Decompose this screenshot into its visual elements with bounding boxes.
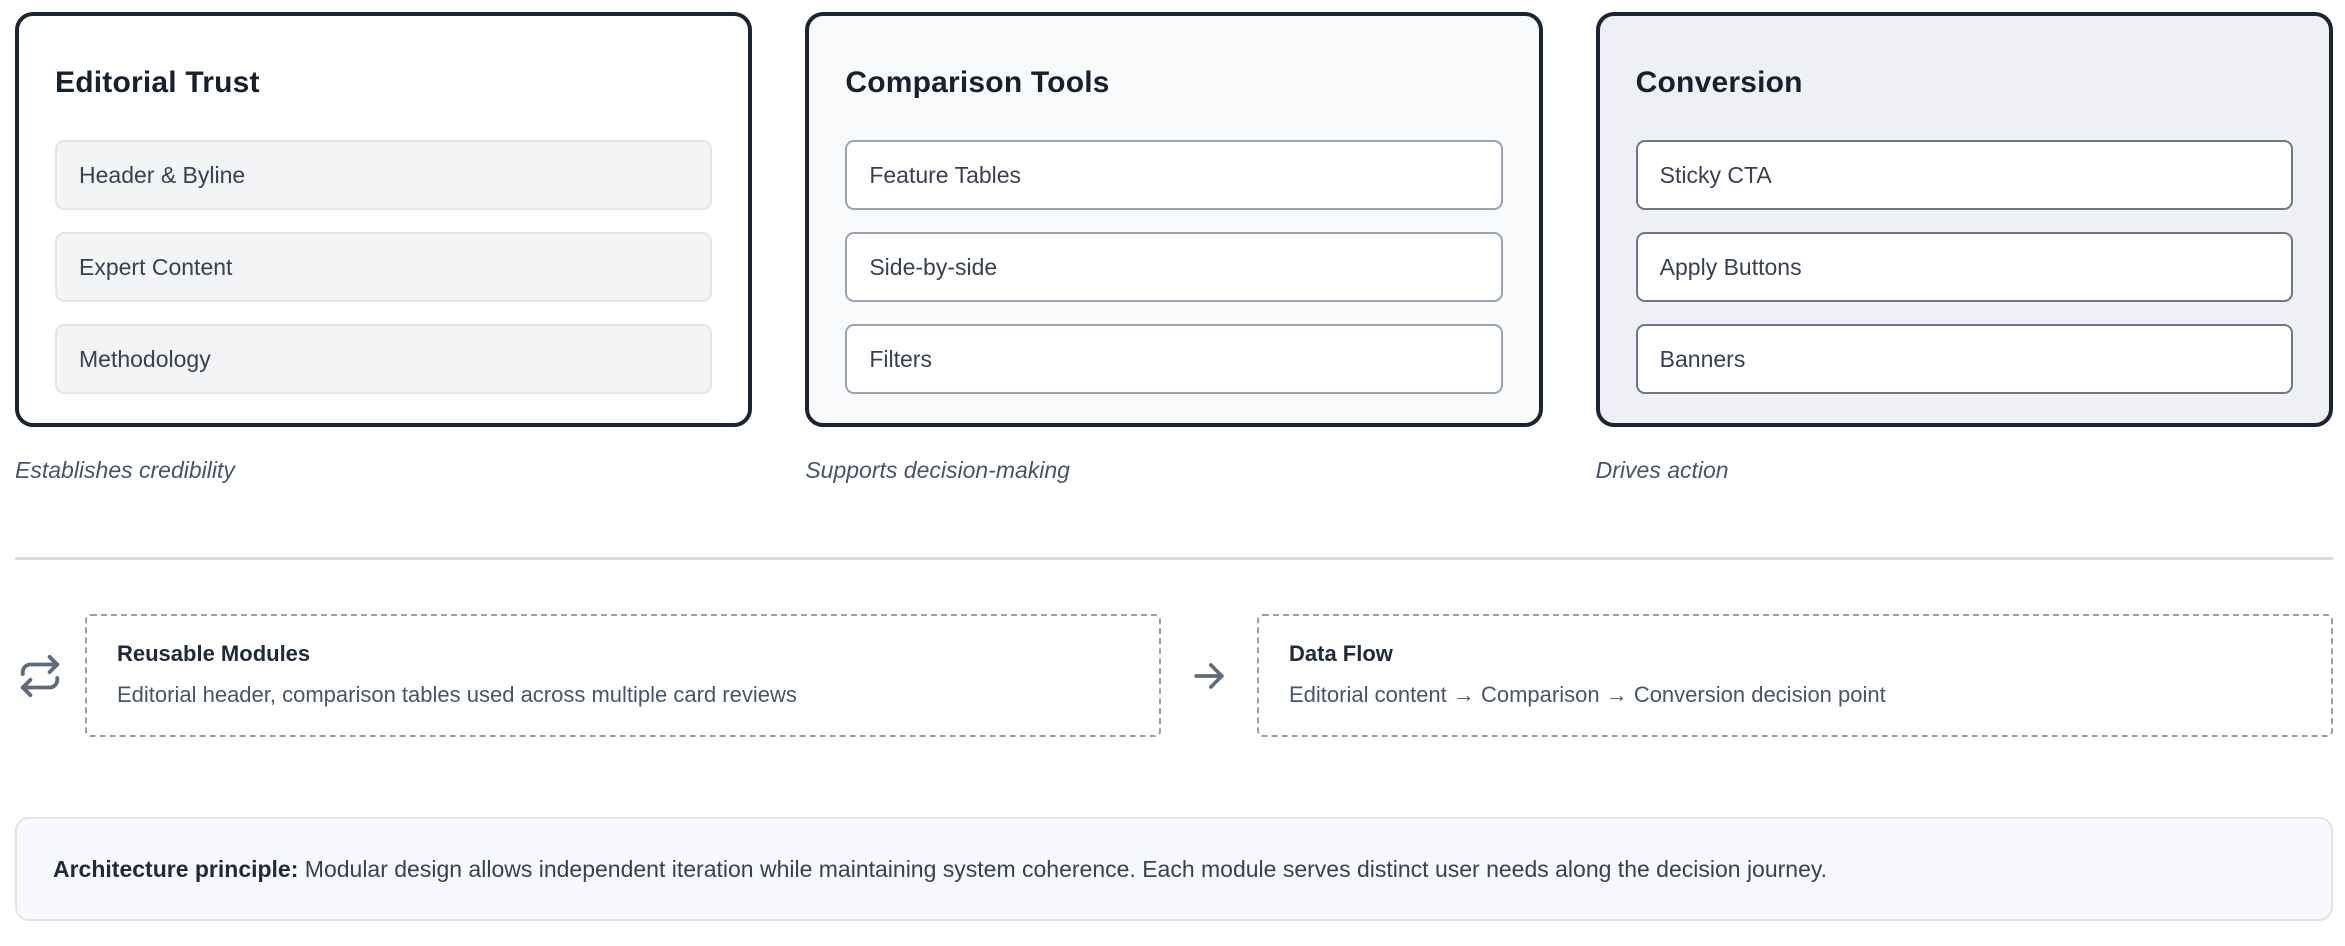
data-flow-title: Data Flow: [1289, 641, 1393, 666]
module-cards-row: Editorial Trust Header & Byline Expert C…: [15, 12, 2333, 485]
repeat-icon: [17, 653, 63, 699]
card-title: Comparison Tools: [845, 66, 1110, 99]
card-conversion: Conversion Sticky CTA Apply Buttons Bann…: [1595, 12, 2333, 427]
note-text: Modular design allows independent iterat…: [304, 856, 1828, 882]
architecture-principle-note: Architecture principle: Modular design a…: [15, 817, 2333, 921]
module-item-methodology: Methodology: [55, 324, 713, 394]
arrow-right-icon: [1187, 654, 1231, 698]
card-title: Conversion: [1635, 66, 1803, 99]
note-label: Architecture principle:: [53, 856, 305, 882]
module-item-filters: Filters: [845, 324, 1503, 394]
card-comparison-tools: Comparison Tools Feature Tables Side-by-…: [805, 12, 1543, 427]
card-caption: Supports decision-making: [805, 457, 1070, 483]
module-item-header-byline: Header & Byline: [55, 140, 713, 210]
column-editorial-trust: Editorial Trust Header & Byline Expert C…: [15, 12, 753, 485]
column-conversion: Conversion Sticky CTA Apply Buttons Bann…: [1595, 12, 2333, 485]
column-comparison-tools: Comparison Tools Feature Tables Side-by-…: [805, 12, 1543, 485]
reusable-modules-description: Editorial header, comparison tables used…: [117, 682, 797, 707]
card-editorial-trust: Editorial Trust Header & Byline Expert C…: [15, 12, 753, 427]
reusable-modules-title: Reusable Modules: [117, 641, 311, 666]
section-divider: [15, 557, 2333, 560]
data-flow-box: Data Flow Editorial content → Comparison…: [1257, 614, 2333, 737]
flow-row: Reusable Modules Editorial header, compa…: [15, 614, 2333, 737]
module-item-expert-content: Expert Content: [55, 232, 713, 302]
module-item-feature-tables: Feature Tables: [845, 140, 1503, 210]
card-caption: Drives action: [1595, 457, 1729, 483]
card-title: Editorial Trust: [55, 66, 260, 99]
module-item-banners: Banners: [1635, 324, 2293, 394]
data-flow-description: Editorial content → Comparison → Convers…: [1289, 682, 1886, 707]
module-item-side-by-side: Side-by-side: [845, 232, 1503, 302]
reusable-modules-box: Reusable Modules Editorial header, compa…: [85, 614, 1161, 737]
module-item-sticky-cta: Sticky CTA: [1635, 140, 2293, 210]
module-item-apply-buttons: Apply Buttons: [1635, 232, 2293, 302]
card-caption: Establishes credibility: [15, 457, 235, 483]
